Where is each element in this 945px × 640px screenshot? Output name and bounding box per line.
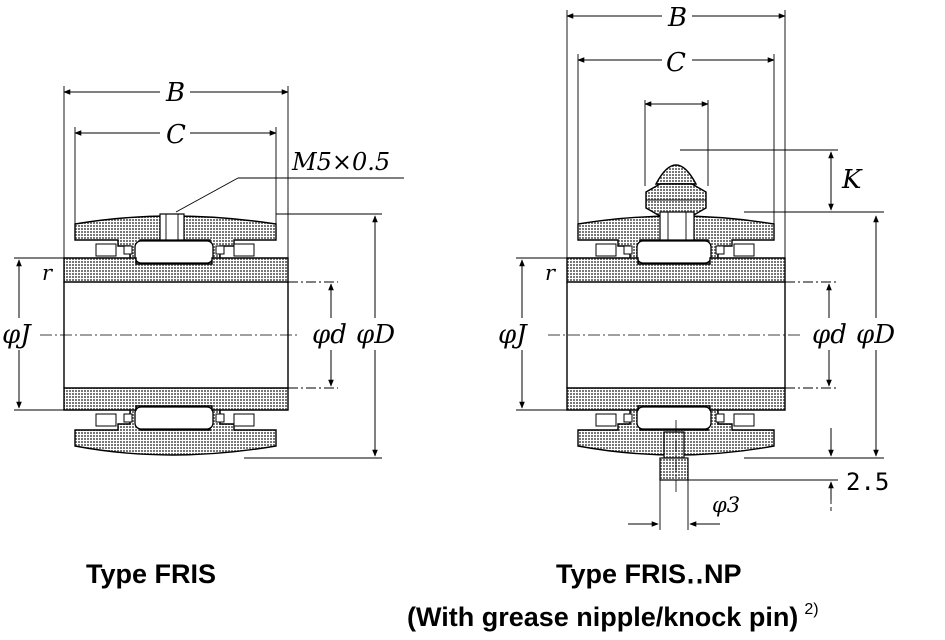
right-dim-K: K: [841, 165, 863, 195]
right-phi-d: φd: [812, 320, 847, 350]
inner-ring-bottom: [63, 387, 289, 411]
right-bearing: B C K r φJ φd φD: [498, 2, 895, 530]
caption-type-fris: Type FRIS: [86, 559, 217, 589]
right-phi-3: φ3: [712, 493, 740, 517]
right-r-label: r: [545, 261, 557, 285]
left-bearing: B C M5×0.5 r φJ φd φD: [2, 76, 404, 459]
roller-top: [134, 240, 214, 264]
left-phi-J: φJ: [2, 320, 32, 350]
right-phi-J: φJ: [498, 320, 528, 350]
knock-pin: [663, 431, 685, 459]
left-dim-B: B: [165, 78, 185, 108]
footnote-mark: 2): [804, 601, 819, 618]
left-phi-d: φd: [312, 320, 347, 350]
left-dim-C: C: [166, 120, 186, 150]
left-thread-label: M5×0.5: [291, 148, 390, 176]
inner-ring-top: [63, 257, 289, 283]
right-dim-B: B: [667, 3, 687, 33]
subtitle-text: (With grease nipple/knock pin): [407, 602, 799, 632]
roller-bottom: [134, 406, 214, 430]
left-r-label: r: [42, 261, 54, 285]
caption-type-fris-np: Type FRIS‥NP: [556, 559, 742, 589]
right-dim-C: C: [666, 48, 686, 78]
left-phi-D: φD: [356, 320, 395, 350]
caption-subtitle: (With grease nipple/knock pin) 2): [407, 601, 819, 633]
right-dim-2-5: 2.5: [846, 468, 889, 496]
right-phi-D: φD: [856, 320, 895, 350]
grease-nipple: [654, 164, 698, 185]
